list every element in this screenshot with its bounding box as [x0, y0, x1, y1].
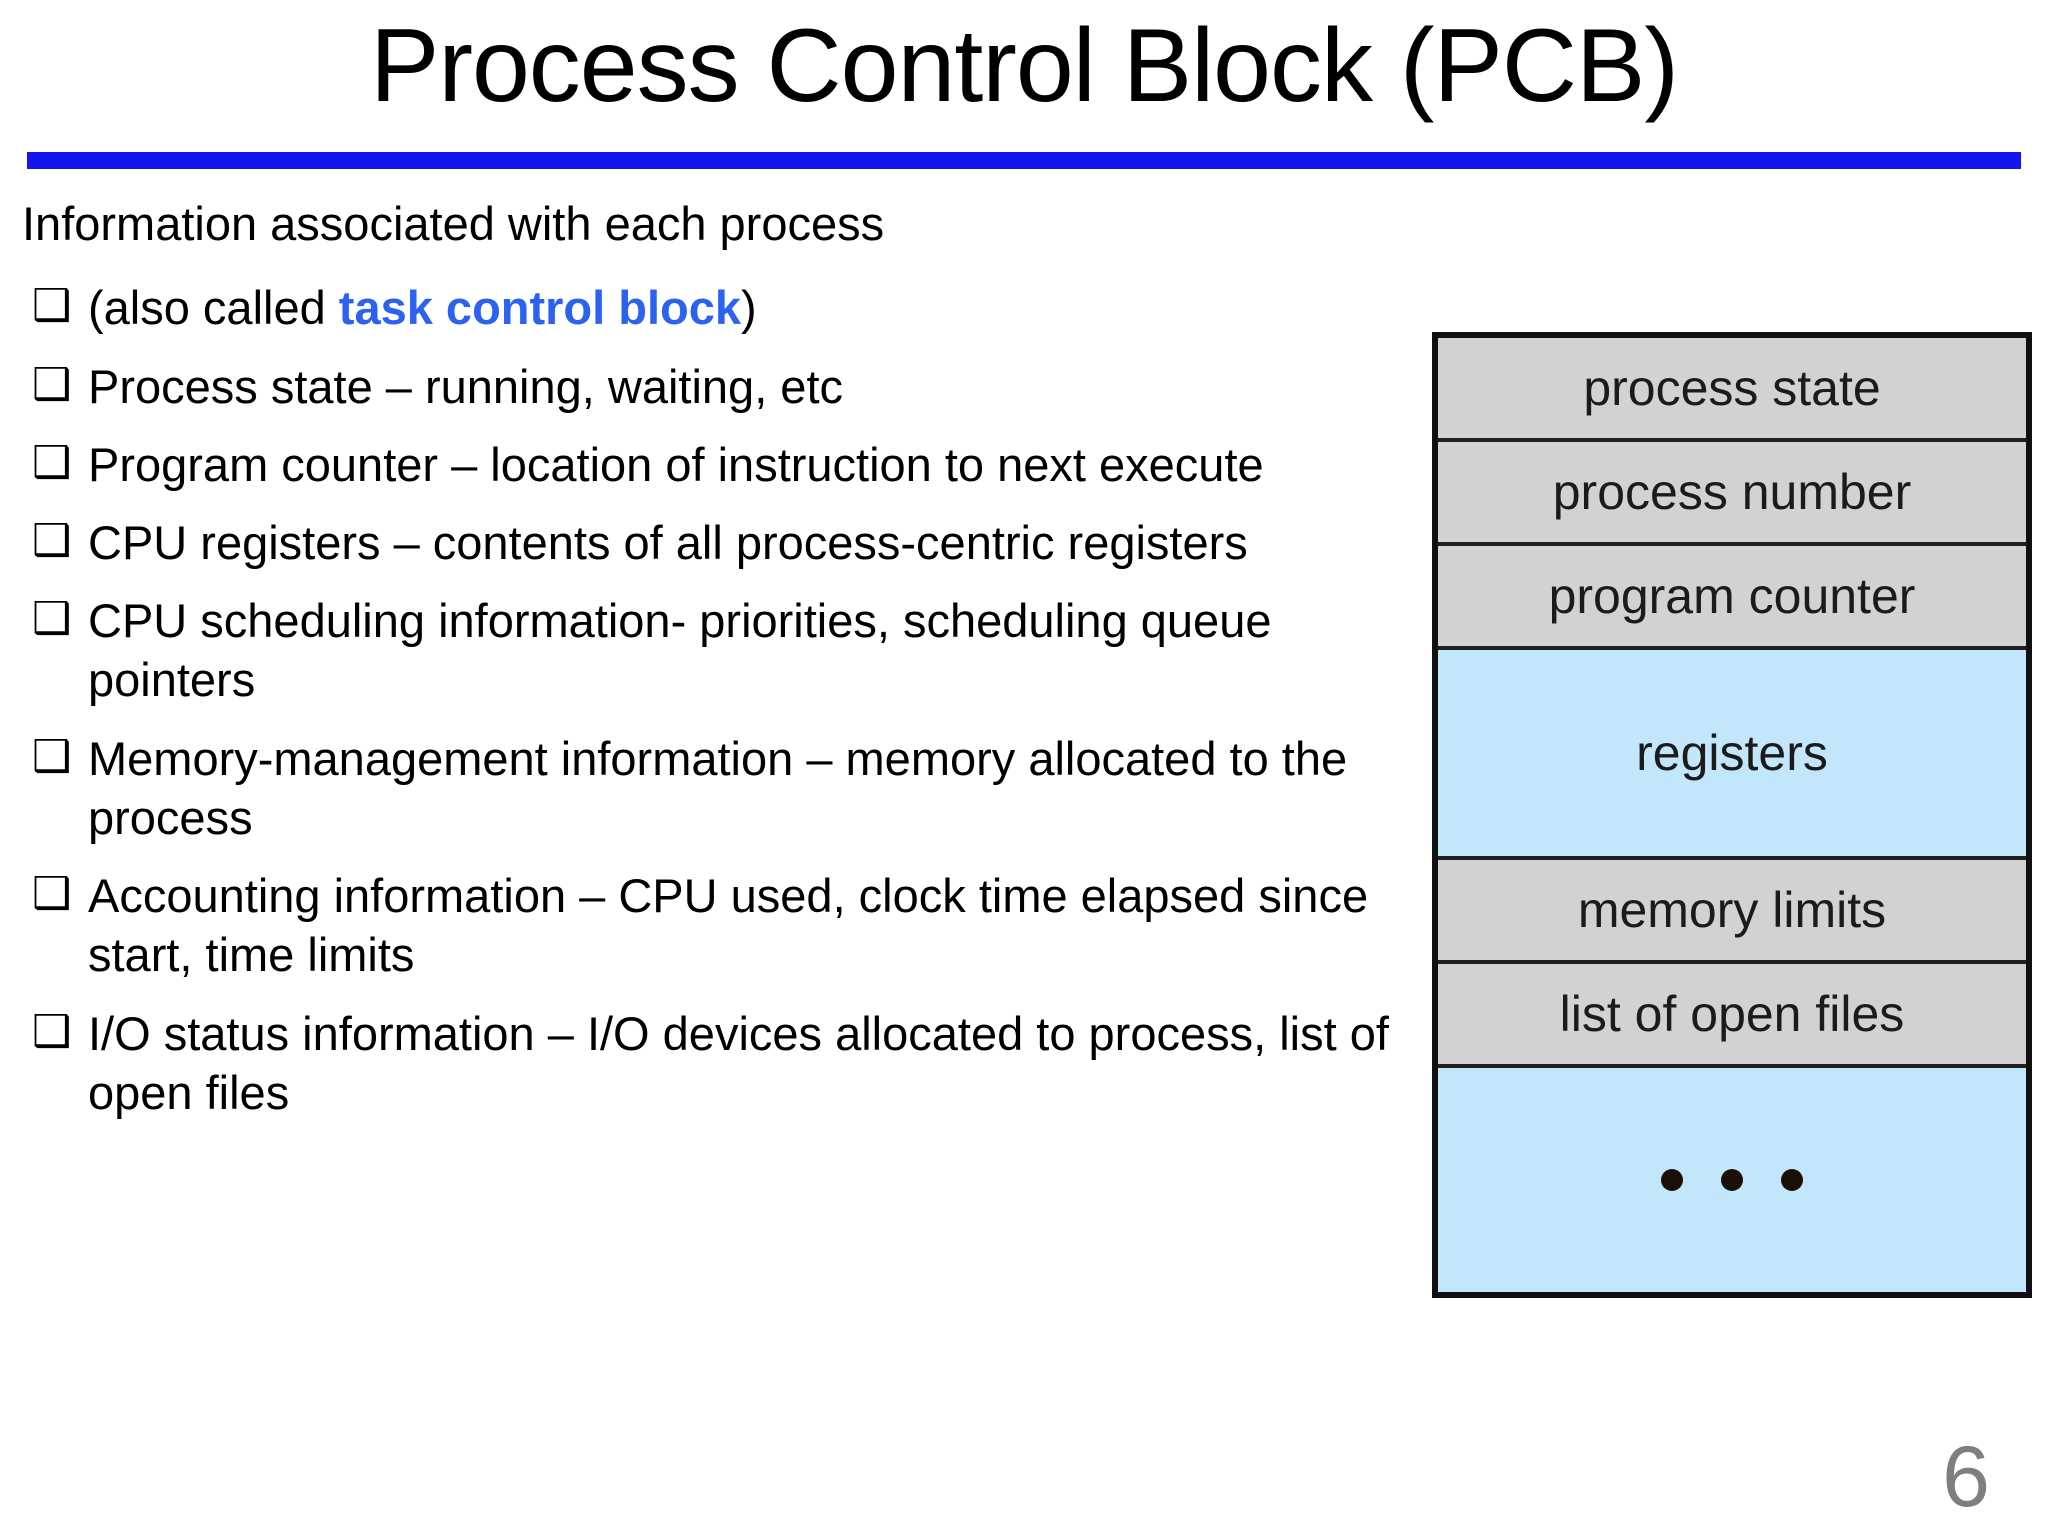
list-item-text: Program counter – location of instructio… — [88, 437, 1264, 491]
square-bullet-icon: ❑ — [32, 281, 72, 331]
list-item: ❑ I/O status information – I/O devices a… — [18, 1004, 1418, 1122]
pcb-row-registers: registers — [1438, 650, 2026, 860]
page-title: Process Control Block (PCB) — [369, 8, 1679, 124]
pcb-row-ellipsis — [1438, 1068, 2026, 1292]
list-item-text: (also called task control block) — [88, 278, 1408, 337]
list-item-text: CPU scheduling information- priorities, … — [88, 594, 1272, 707]
pcb-diagram: process state process number program cou… — [1432, 332, 2032, 1298]
list-item-text: I/O status information – I/O devices all… — [88, 1006, 1389, 1119]
list-item: ❑ Process state – running, waiting, etc — [18, 357, 1418, 416]
title-block: Process Control Block (PCB) — [0, 8, 2048, 124]
square-bullet-icon: ❑ — [32, 731, 72, 781]
dot-icon — [1781, 1169, 1803, 1191]
pcb-row-process-state: process state — [1438, 338, 2026, 442]
pcb-row-process-number: process number — [1438, 442, 2026, 546]
title-divider-rule — [27, 152, 2021, 169]
square-bullet-icon: ❑ — [32, 359, 72, 409]
square-bullet-icon: ❑ — [32, 437, 72, 487]
list-item-text: Memory-management information – memory a… — [88, 731, 1348, 844]
pcb-row-memory-limits: memory limits — [1438, 860, 2026, 964]
page-number: 6 — [1942, 1429, 1990, 1525]
pcb-row-list-open-files: list of open files — [1438, 964, 2026, 1068]
list-item: ❑ Memory-management information – memory… — [18, 729, 1418, 847]
list-item-text-suffix: ) — [741, 281, 757, 335]
dot-icon — [1661, 1169, 1683, 1191]
square-bullet-icon: ❑ — [32, 1006, 72, 1056]
list-item: ❑ (also called task control block) — [18, 278, 1418, 337]
list-item-text-highlight: task control block — [338, 281, 742, 335]
dot-icon — [1721, 1169, 1743, 1191]
ellipsis-dots-icon — [1661, 1169, 1803, 1191]
square-bullet-icon: ❑ — [32, 594, 72, 644]
list-item: ❑ Program counter – location of instruct… — [18, 435, 1418, 494]
lead-paragraph: Information associated with each process — [22, 197, 885, 250]
list-item-text: CPU registers – contents of all process-… — [88, 516, 1248, 570]
list-item-text: Process state – running, waiting, etc — [88, 359, 844, 413]
bullet-list-container: Information associated with each process… — [18, 196, 1418, 1141]
square-bullet-icon: ❑ — [32, 869, 72, 919]
pcb-row-program-counter: program counter — [1438, 546, 2026, 650]
list-item: ❑ Accounting information – CPU used, clo… — [18, 866, 1418, 984]
list-item-text-prefix: (also called — [88, 281, 339, 335]
square-bullet-icon: ❑ — [32, 516, 72, 566]
list-item: ❑ CPU scheduling information- priorities… — [18, 591, 1418, 709]
list-item-text: Accounting information – CPU used, clock… — [88, 869, 1369, 982]
list-item: ❑ CPU registers – contents of all proces… — [18, 513, 1418, 572]
